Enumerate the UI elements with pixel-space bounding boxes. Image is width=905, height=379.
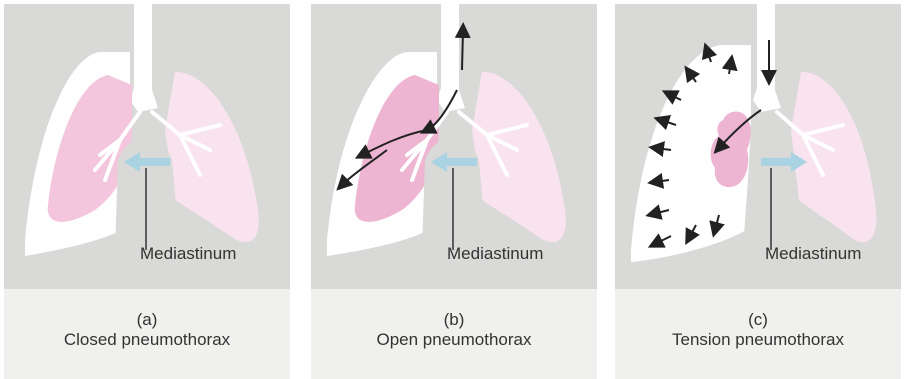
- caption: (b) Open pneumothorax: [307, 310, 601, 350]
- panel-open-pneumothorax: Mediastinum (b) Open pneumothorax: [307, 0, 601, 379]
- panel-closed-pneumothorax: Mediastinum (a) Closed pneumothorax: [0, 0, 294, 379]
- panel-title: Open pneumothorax: [307, 330, 601, 350]
- mediastinum-label: Mediastinum: [765, 244, 861, 264]
- mediastinum-label: Mediastinum: [140, 244, 236, 264]
- panel-letter: (b): [307, 310, 601, 330]
- panel-tension-pneumothorax: Mediastinum (c) Tension pneumothorax: [611, 0, 905, 379]
- panel-letter: (a): [0, 310, 294, 330]
- caption: (a) Closed pneumothorax: [0, 310, 294, 350]
- panel-letter: (c): [611, 310, 905, 330]
- caption: (c) Tension pneumothorax: [611, 310, 905, 350]
- panel-title: Closed pneumothorax: [0, 330, 294, 350]
- mediastinum-label: Mediastinum: [447, 244, 543, 264]
- panel-title: Tension pneumothorax: [611, 330, 905, 350]
